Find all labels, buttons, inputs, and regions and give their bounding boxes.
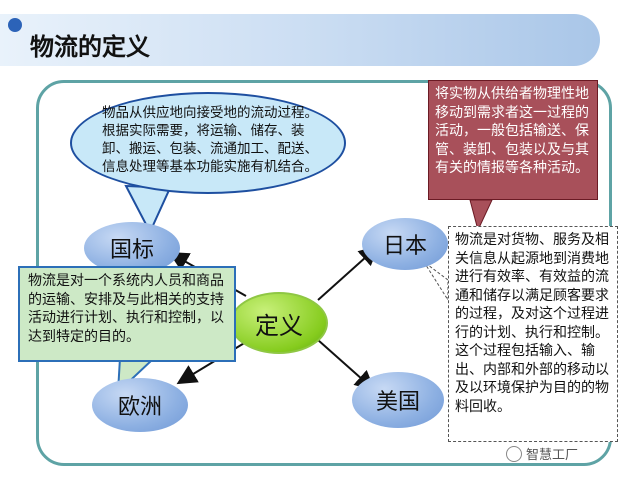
white-box-tail (423, 261, 449, 302)
node-guobiao: 国标 (84, 222, 180, 274)
callout-guobiao: 物品从供应地向接受地的流动过程。根据实际需要，将运输、储存、装卸、搬运、包装、流… (70, 92, 346, 194)
callout-riben: 将实物从供给者物理性地移动到需求者这一过程的活动，一般包括输送、保管、装卸、包装… (428, 80, 598, 200)
red-box-tail (469, 199, 493, 232)
title-bullet-icon (8, 18, 22, 32)
arrow-to-meiguo (317, 339, 375, 391)
node-center: 定义 (230, 292, 328, 354)
node-ouzhou: 欧洲 (92, 378, 188, 432)
watermark-text: 智慧工厂 (526, 448, 579, 463)
page-title: 物流的定义 (30, 33, 150, 61)
callout-ouzhou: 物流是对一个系统内人员和商品的运输、安排及与此相关的支持活动进行计划、执行和控制… (18, 266, 236, 362)
node-riben: 日本 (362, 218, 448, 270)
callout-meiguo: 物流是对货物、服务及相关信息从起源地到消费地进行有效率、有效益的流通和储存以满足… (448, 226, 618, 442)
arrow-to-riben (317, 245, 379, 301)
watermark: 智慧工厂 (506, 444, 578, 463)
node-meiguo: 美国 (352, 372, 444, 428)
wechat-icon (506, 445, 522, 462)
title-band (0, 14, 600, 66)
